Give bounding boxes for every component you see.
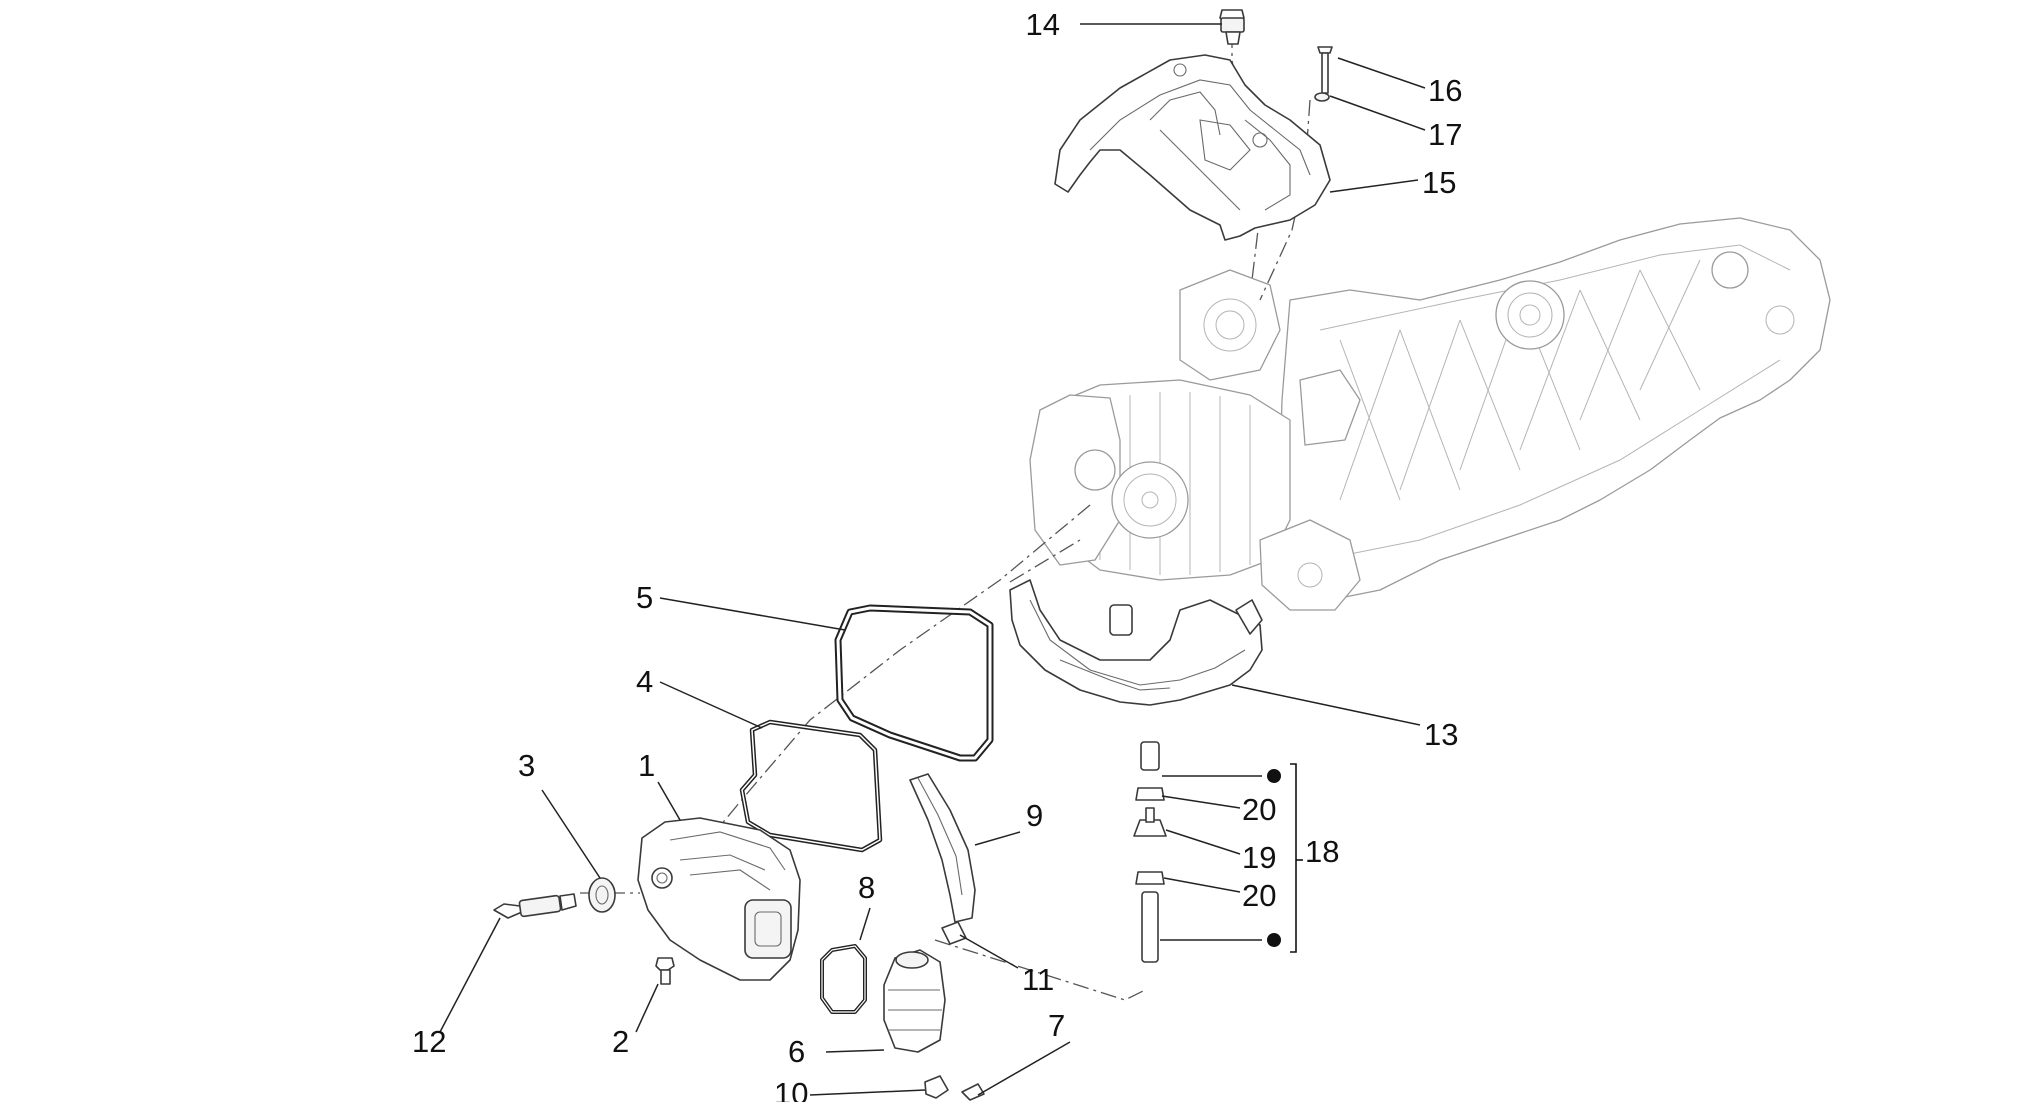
callout-8: 8 xyxy=(858,870,875,905)
callout-15: 15 xyxy=(1422,165,1456,200)
callout-18: 18 xyxy=(1305,834,1339,869)
part-9-hose xyxy=(909,773,976,923)
callout-13: 13 xyxy=(1424,717,1458,752)
part-16-screw xyxy=(1317,46,1333,94)
callout-17: 17 xyxy=(1428,117,1462,152)
bullet-top xyxy=(1267,769,1281,783)
part-7-screw xyxy=(961,1083,985,1101)
part-17-washer xyxy=(1314,92,1330,102)
part-4-gasket-inner xyxy=(739,719,883,853)
part-12-spark-plug xyxy=(493,893,577,919)
part-13-lower-cover xyxy=(1009,579,1263,706)
callout-1: 1 xyxy=(638,748,655,783)
callout-4: 4 xyxy=(636,664,653,699)
callout-19: 19 xyxy=(1242,840,1276,875)
callout-6: 6 xyxy=(788,1034,805,1069)
callout-9: 9 xyxy=(1026,798,1043,833)
callout-20-lower: 20 xyxy=(1242,878,1276,913)
part-14-sensor xyxy=(1219,9,1245,45)
callout-3: 3 xyxy=(518,748,535,783)
engine-block xyxy=(1029,217,1831,611)
part-11-clip xyxy=(941,921,967,945)
bullet-bottom xyxy=(1267,933,1281,947)
part-2-bolt xyxy=(655,957,675,985)
callout-12: 12 xyxy=(412,1024,446,1059)
callout-5: 5 xyxy=(636,580,653,615)
callout-2: 2 xyxy=(612,1024,629,1059)
callout-7: 7 xyxy=(1048,1008,1065,1043)
part-10-clamp xyxy=(924,1075,949,1099)
callout-16: 16 xyxy=(1428,73,1462,108)
bracket-18 xyxy=(1267,763,1303,953)
callout-14: 14 xyxy=(1026,7,1060,42)
part-15-upper-cover xyxy=(1054,54,1331,241)
leader-lines xyxy=(439,23,1426,1096)
part-18-stud-assembly xyxy=(1133,741,1167,963)
part-8-o-ring xyxy=(820,944,867,1014)
callout-11: 11 xyxy=(1022,962,1054,997)
part-1-valve-cover xyxy=(637,817,801,981)
callout-10: 10 xyxy=(774,1076,808,1102)
part-6-separator xyxy=(883,949,946,1053)
callout-labels: 14 16 17 15 13 5 4 1 3 9 8 11 2 12 6 7 1… xyxy=(412,7,1462,1102)
callout-20-upper: 20 xyxy=(1242,792,1276,827)
part-3-seal-ring xyxy=(588,877,616,913)
part-5-gasket-outer xyxy=(834,604,994,762)
